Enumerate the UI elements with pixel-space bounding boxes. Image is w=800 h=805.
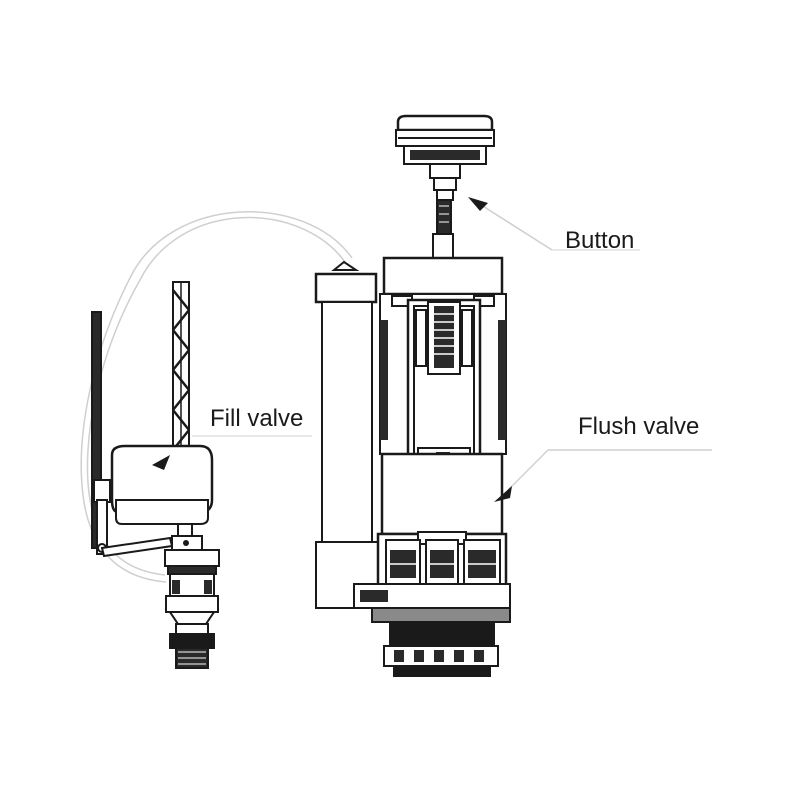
push-button: [395, 114, 495, 259]
spring-mechanism: [415, 301, 473, 375]
overflow-tube: [314, 260, 379, 609]
seal-washer: [371, 607, 511, 623]
refill-tube: [80, 211, 353, 583]
button-pointer: [468, 197, 553, 251]
fill-valve-head: [110, 444, 214, 514]
threaded-base: [383, 621, 499, 677]
fill-valve-pointer: [152, 455, 170, 470]
height-adjust-column: [172, 281, 190, 453]
button-cable: [436, 199, 452, 235]
fill-valve-label: Fill valve: [210, 405, 304, 432]
flush-valve-label: Flush valve: [578, 413, 700, 440]
flush-valve: [314, 256, 511, 677]
seal-cage: [353, 531, 511, 609]
button-label: Button: [565, 227, 635, 254]
flush-valve-housing: [382, 256, 504, 296]
fill-valve: [91, 281, 220, 669]
flush-valve-pointer: [494, 449, 712, 502]
